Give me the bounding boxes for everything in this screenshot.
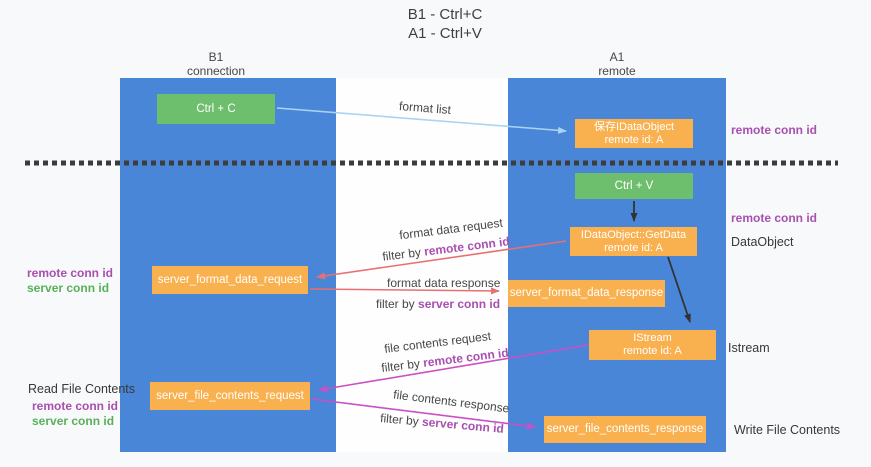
title-line-2: A1 - Ctrl+V — [408, 25, 482, 42]
ctrl-v-action-box: Ctrl + V — [575, 173, 693, 199]
left-conn-id-pair-top: remote conn id server conn id — [27, 266, 113, 296]
ctrl-v-label: Ctrl + V — [614, 179, 654, 192]
left-conn-id-pair-bottom: remote conn id server conn id — [32, 399, 118, 429]
diagram-title: B1 - Ctrl+C A1 - Ctrl+V — [320, 5, 570, 43]
lifeline-header-b1: B1 connection — [146, 50, 286, 78]
server-format-data-request-box: server_format_data_request — [152, 266, 308, 294]
left-remote-conn-id-top: remote conn id — [27, 266, 114, 280]
istream-line2: remote id: A — [623, 345, 682, 357]
dataobject-label: DataObject — [731, 235, 794, 249]
server-format-data-response-box: server_format_data_response — [508, 280, 665, 307]
filter-by-text: filter by — [376, 297, 419, 311]
lifeline-header-a1: A1 remote — [547, 50, 687, 78]
getdata-line2: remote id: A — [604, 241, 663, 254]
getdata-box: IDataObject::GetData remote id: A — [570, 227, 697, 256]
read-file-contents-label: Read File Contents — [28, 382, 136, 396]
right-remote-conn-id-mid: remote conn id — [731, 211, 818, 225]
server-file-contents-request-label: server_file_contents_request — [156, 389, 304, 402]
lifeline-b1-name: B1 — [208, 50, 224, 64]
lifeline-b1-role: connection — [186, 64, 246, 78]
title-line-1: B1 - Ctrl+C — [407, 6, 483, 23]
save-dataobject-line1: 保存IDataObject — [593, 120, 675, 133]
format-data-response-label: format data response — [387, 276, 501, 290]
istream-box: IStream remote id: A — [589, 330, 716, 360]
ctrl-c-label: Ctrl + C — [196, 102, 236, 115]
server-format-data-request-label: server_format_data_request — [157, 273, 303, 286]
left-remote-conn-id-bottom: remote conn id — [32, 399, 119, 413]
server-file-contents-response-box: server_file_contents_response — [544, 416, 706, 443]
ctrl-c-action-box: Ctrl + C — [157, 94, 275, 124]
lifeline-a1-name: A1 — [609, 50, 625, 64]
server-format-data-response-label: server_format_data_response — [509, 287, 664, 299]
filter-by-server-conn-id-label-1: filter by server conn id — [376, 297, 500, 311]
left-server-conn-id-top: server conn id — [27, 281, 110, 295]
server-file-contents-request-box: server_file_contents_request — [150, 382, 310, 410]
server-file-contents-response-label: server_file_contents_response — [546, 423, 704, 435]
write-file-contents-label: Write File Contents — [734, 423, 841, 437]
right-remote-conn-id-top: remote conn id — [731, 123, 818, 137]
save-dataobject-line2: remote id: A — [604, 133, 664, 146]
istream-side-label: Istream — [728, 341, 770, 355]
server-conn-id-text: server conn id — [418, 297, 501, 311]
lifeline-a1-role: remote — [598, 64, 636, 78]
save-dataobject-box: 保存IDataObject remote id: A — [575, 119, 693, 148]
left-server-conn-id-bottom: server conn id — [32, 414, 115, 428]
istream-line1: IStream — [633, 332, 672, 344]
getdata-line1: IDataObject::GetData — [580, 228, 687, 241]
